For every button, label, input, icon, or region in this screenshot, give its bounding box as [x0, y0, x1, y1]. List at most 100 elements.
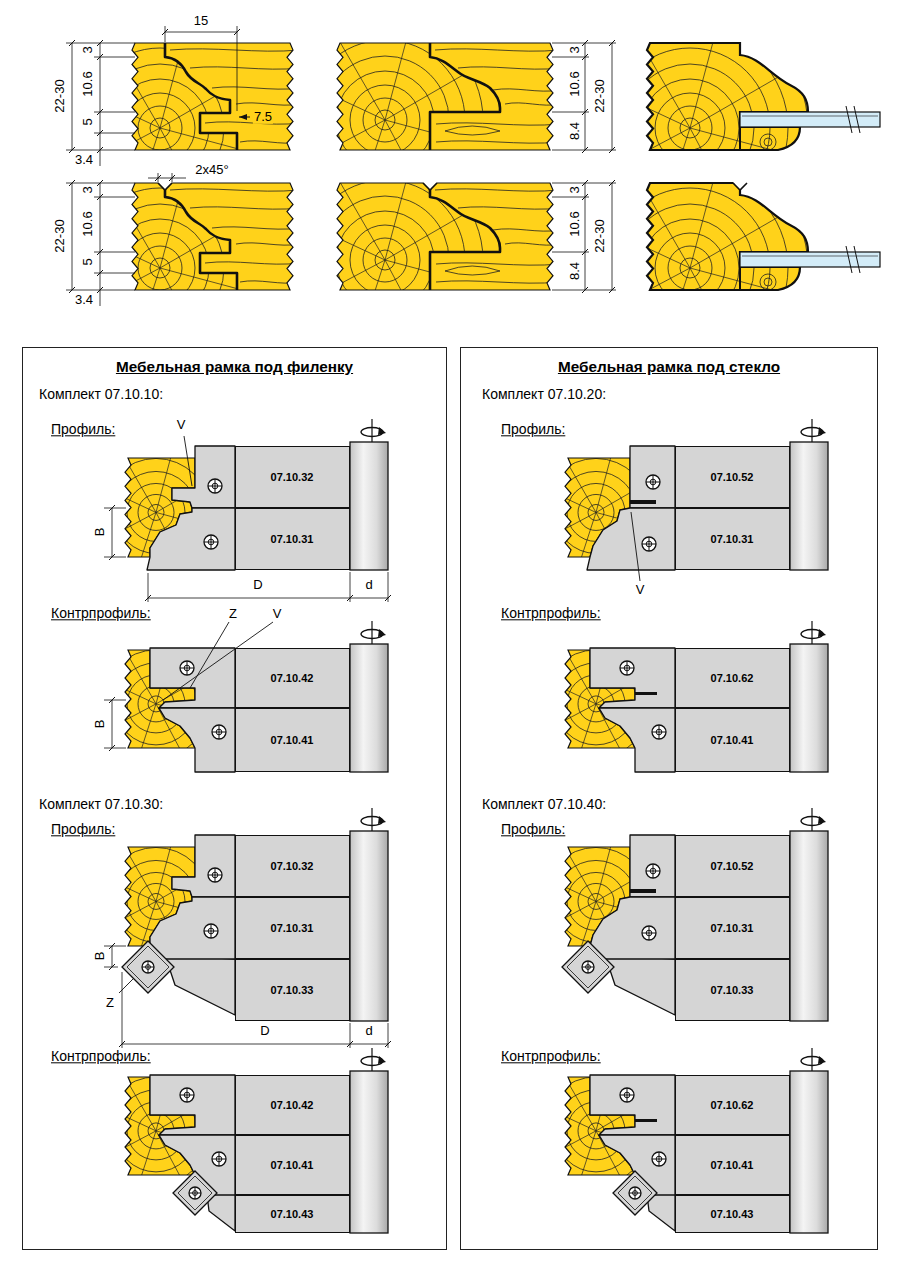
knife-blade	[147, 508, 235, 570]
section-label: Профиль:	[500, 822, 566, 837]
wood-ray	[104, 422, 156, 512]
wood-ray	[565, 210, 690, 268]
screw-core	[650, 868, 656, 874]
grain-line	[212, 227, 300, 229]
dimension-label: 10.6	[81, 70, 95, 97]
part-number: 07.10.32	[271, 860, 314, 872]
joint-line	[739, 127, 741, 150]
dimension-tick	[609, 287, 615, 293]
screw-core	[656, 1156, 662, 1162]
part-number: 07.10.41	[271, 1159, 314, 1171]
screw-core	[193, 1191, 198, 1196]
wood-ray	[621, 148, 690, 268]
screw-core	[208, 928, 214, 934]
slot-mark	[630, 500, 656, 504]
dimension-label: 3	[81, 45, 95, 54]
wood-ray	[263, 120, 385, 185]
dimension-tick	[97, 194, 103, 200]
glass-edge	[742, 256, 878, 257]
panel-title: Мебельная рамка под филенку	[23, 358, 446, 376]
wood-ray	[565, 70, 690, 128]
section-label: Профиль:	[50, 422, 116, 437]
wood-ray	[502, 468, 596, 512]
dimension-line	[165, 26, 166, 42]
dimension-line	[552, 57, 589, 58]
dimension-label: 10.6	[81, 210, 95, 237]
cutter-segment: 07.10.41	[235, 708, 350, 772]
knife-blade	[150, 648, 235, 708]
dimension-tick	[582, 109, 588, 115]
section-label: Комплект 07.10.20:	[481, 387, 607, 402]
screw	[629, 1187, 641, 1199]
grain-line	[205, 122, 300, 124]
dimension-arrow	[239, 117, 250, 118]
dimension-tick	[169, 175, 175, 181]
dimension-label: D	[252, 578, 263, 592]
wood-ray	[544, 811, 596, 901]
wood-outline	[647, 183, 808, 290]
wood-ray	[91, 148, 160, 268]
screw	[212, 725, 226, 739]
cutter-set	[62, 412, 388, 611]
screw-core	[212, 483, 218, 489]
dimension-label: d	[364, 578, 373, 592]
dimension-tick	[97, 40, 103, 46]
dimension-label: d	[364, 1024, 373, 1038]
dimension-line	[122, 1044, 388, 1045]
wood-ray	[35, 210, 160, 268]
wood-ray	[690, 268, 823, 304]
dimension-tick	[582, 287, 588, 293]
screw	[180, 661, 194, 675]
wood-ray	[160, 59, 280, 128]
dimensions	[104, 436, 640, 1048]
rotation-arrow	[378, 816, 386, 824]
dimension-tick	[582, 54, 588, 60]
screw-core	[216, 729, 222, 735]
shaft	[790, 1071, 828, 1233]
wood-ray	[64, 704, 156, 753]
cutter-segment: 07.10.32	[235, 835, 350, 897]
wood-ray	[316, 140, 385, 260]
grain-line	[212, 87, 300, 89]
dimension-tick	[582, 194, 588, 200]
grain-line	[436, 263, 560, 265]
screw-core	[212, 872, 218, 878]
dimension-tick	[97, 54, 103, 60]
screw	[208, 868, 222, 882]
dimension-tick	[155, 175, 161, 181]
dimension-tick	[69, 287, 75, 293]
section-label: Контрпрофиль:	[500, 1049, 602, 1064]
joint-line	[739, 267, 741, 290]
rotation-axis	[811, 419, 812, 442]
wood-ray	[260, 62, 385, 120]
part-number: 07.10.41	[271, 734, 314, 746]
cutter-segment: 07.10.31	[675, 897, 790, 959]
rotation-axis	[811, 621, 812, 644]
part-number: 07.10.33	[271, 984, 314, 996]
knife-blade	[150, 1075, 235, 1135]
screw-core	[646, 930, 652, 936]
dimension-line	[104, 946, 126, 947]
wood-ray	[64, 512, 156, 561]
knife-blade	[172, 835, 235, 897]
end-grain	[62, 603, 257, 802]
wood-ray	[621, 8, 690, 128]
cutter-segment: 07.10.33	[675, 959, 790, 1021]
part-number: 07.10.43	[271, 1208, 314, 1220]
cutter-segment: 07.10.62	[675, 648, 790, 708]
screw	[620, 1088, 634, 1102]
screw-cross	[635, 1187, 636, 1199]
dimension-line	[104, 557, 126, 558]
rotation-axis	[371, 808, 372, 831]
chamfer-notch	[158, 182, 172, 190]
dimension-label: 3	[568, 185, 582, 194]
wood-ray	[504, 512, 596, 561]
screw	[620, 661, 634, 675]
joint-line	[430, 183, 500, 290]
screw-core	[624, 1092, 630, 1098]
screw-core	[586, 965, 591, 970]
grain-line	[190, 207, 300, 209]
dimension-line	[148, 178, 186, 179]
section-label: Комплект 07.10.10:	[38, 387, 164, 402]
